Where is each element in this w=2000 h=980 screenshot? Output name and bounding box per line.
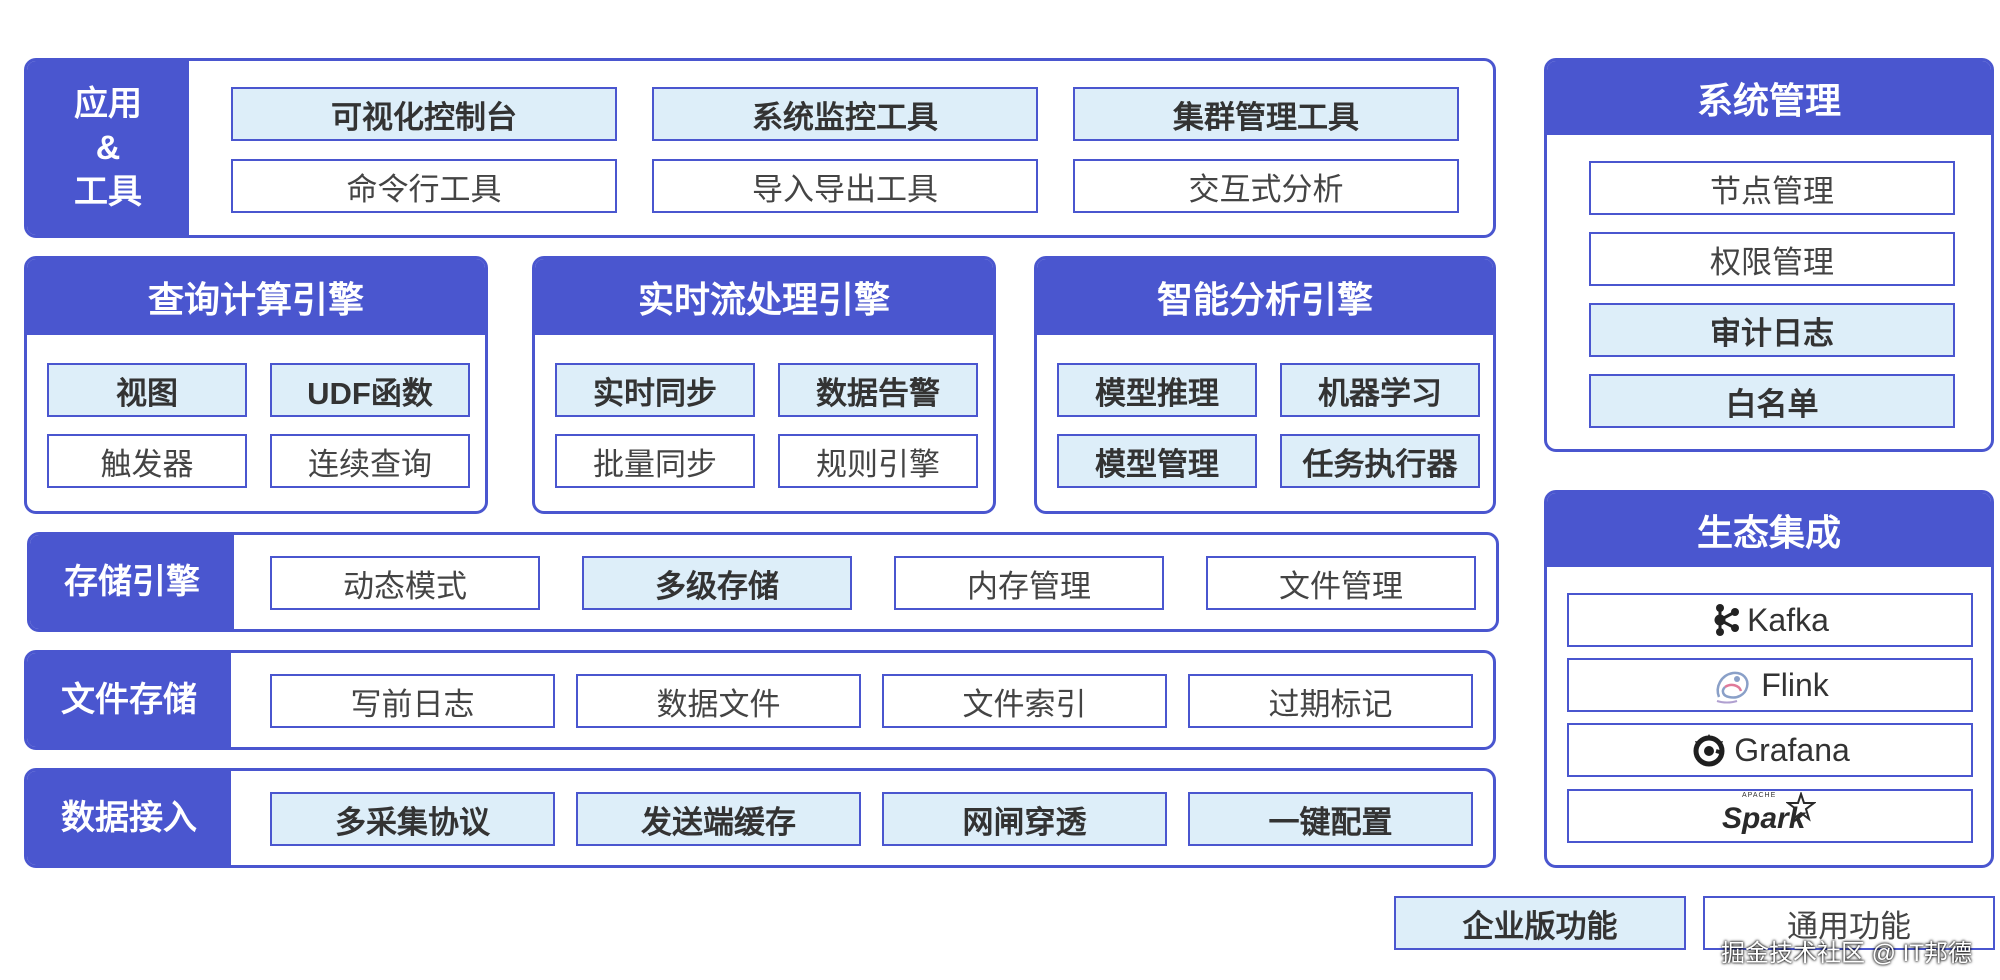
app-item: 可视化控制台 (231, 87, 617, 141)
ecosystem-item-spark: APACHE Spark (1567, 789, 1973, 843)
storage-engine-label: 存储引擎 (30, 535, 234, 629)
stream-engine-panel: 实时流处理引擎 实时同步 数据告警 批量同步 规则引擎 (532, 256, 996, 514)
ecosystem-item-grafana: Grafana (1567, 723, 1973, 777)
app-item: 交互式分析 (1073, 159, 1459, 213)
engine-item: 模型推理 (1057, 363, 1257, 417)
file-storage-item: 数据文件 (576, 674, 861, 728)
engine-item: 数据告警 (778, 363, 978, 417)
system-mgmt-item: 审计日志 (1589, 303, 1955, 357)
engine-item: 模型管理 (1057, 434, 1257, 488)
ecosystem-panel: 生态集成 Kafka Flink (1544, 490, 1994, 868)
storage-item: 文件管理 (1206, 556, 1476, 610)
legend-general: 通用功能 (1703, 896, 1995, 950)
engine-item: 批量同步 (555, 434, 755, 488)
engine-item: 连续查询 (270, 434, 470, 488)
app-item: 命令行工具 (231, 159, 617, 213)
file-storage-item: 过期标记 (1188, 674, 1473, 728)
query-engine-panel: 查询计算引擎 视图 UDF函数 触发器 连续查询 (24, 256, 488, 514)
engine-item: 任务执行器 (1280, 434, 1480, 488)
system-mgmt-title: 系统管理 (1547, 61, 1991, 135)
storage-engine-panel: 存储引擎 动态模式 多级存储 内存管理 文件管理 (27, 532, 1499, 632)
ecosystem-item-label: Grafana (1734, 731, 1850, 768)
app-item: 导入导出工具 (652, 159, 1038, 213)
data-ingest-label: 数据接入 (27, 771, 231, 865)
engine-item: 触发器 (47, 434, 247, 488)
apps-tools-panel: 应用 & 工具 可视化控制台 系统监控工具 集群管理工具 命令行工具 导入导出工… (24, 58, 1496, 238)
file-storage-panel: 文件存储 写前日志 数据文件 文件索引 过期标记 (24, 650, 1496, 750)
watermark: 掘金技术社区 @ IT邦德 (1720, 940, 1972, 967)
storage-item: 动态模式 (270, 556, 540, 610)
query-engine-title: 查询计算引擎 (27, 259, 485, 335)
ingest-item: 一键配置 (1188, 792, 1473, 846)
data-ingest-panel: 数据接入 多采集协议 发送端缓存 网闸穿透 一键配置 (24, 768, 1496, 868)
spark-apache-text: APACHE (1742, 792, 1777, 799)
engine-item: 视图 (47, 363, 247, 417)
ingest-item: 网闸穿透 (882, 792, 1167, 846)
app-item: 集群管理工具 (1073, 87, 1459, 141)
engine-item: 规则引擎 (778, 434, 978, 488)
ecosystem-title: 生态集成 (1547, 493, 1991, 567)
apps-tools-label: 应用 & 工具 (27, 61, 189, 235)
kafka-icon (1711, 603, 1741, 637)
app-item: 系统监控工具 (652, 87, 1038, 141)
system-mgmt-item: 白名单 (1589, 374, 1955, 428)
ecosystem-item-kafka: Kafka (1567, 593, 1973, 647)
ecosystem-item-label: Spark (1722, 802, 1806, 835)
engine-item: 实时同步 (555, 363, 755, 417)
ecosystem-item-label: Flink (1761, 666, 1829, 703)
ai-engine-title: 智能分析引擎 (1037, 259, 1493, 335)
file-storage-item: 文件索引 (882, 674, 1167, 728)
system-mgmt-item: 节点管理 (1589, 161, 1955, 215)
ingest-item: 发送端缓存 (576, 792, 861, 846)
stream-engine-title: 实时流处理引擎 (535, 259, 993, 335)
grafana-icon (1690, 731, 1728, 769)
storage-item: 内存管理 (894, 556, 1164, 610)
ecosystem-item-label: Kafka (1747, 601, 1829, 638)
ai-engine-panel: 智能分析引擎 模型推理 机器学习 模型管理 任务执行器 (1034, 256, 1496, 514)
ingest-item: 多采集协议 (270, 792, 555, 846)
file-storage-label: 文件存储 (27, 653, 231, 747)
system-mgmt-panel: 系统管理 节点管理 权限管理 审计日志 白名单 (1544, 58, 1994, 452)
spark-logo: APACHE Spark (1720, 792, 1820, 840)
legend-enterprise: 企业版功能 (1394, 896, 1686, 950)
file-storage-item: 写前日志 (270, 674, 555, 728)
ecosystem-item-flink: Flink (1567, 658, 1973, 712)
engine-item: UDF函数 (270, 363, 470, 417)
engine-item: 机器学习 (1280, 363, 1480, 417)
flink-icon (1711, 663, 1755, 707)
storage-item: 多级存储 (582, 556, 852, 610)
system-mgmt-item: 权限管理 (1589, 232, 1955, 286)
